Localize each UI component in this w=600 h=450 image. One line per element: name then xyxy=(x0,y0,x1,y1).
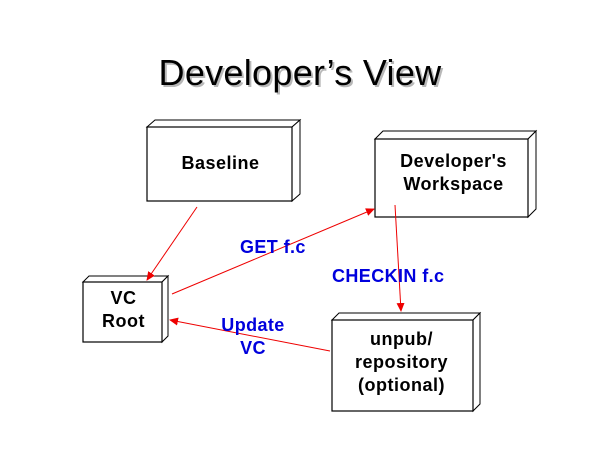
unpub-box xyxy=(330,311,482,413)
arrow-baseline-to-vc-root xyxy=(146,206,198,281)
workspace-label: Developer's Workspace xyxy=(400,151,507,194)
arrow-workspace-to-unpub xyxy=(394,204,405,312)
vc-root-label: VC Root xyxy=(102,288,145,331)
arrow-unpub-to-vc-root xyxy=(169,317,331,352)
unpub-label: unpub/ repository (optional) xyxy=(354,329,449,395)
baseline-label: Baseline xyxy=(181,153,260,173)
slide-title: Developer’s View xyxy=(158,52,442,93)
get-label: GET f.c xyxy=(240,237,306,257)
vc-root-box xyxy=(81,274,170,344)
arrow-vc-root-to-workspace xyxy=(171,208,375,295)
checkin-label: CHECKIN f.c xyxy=(332,266,445,286)
baseline-box xyxy=(145,118,302,203)
workspace-box xyxy=(373,129,538,219)
update-label: Update VC xyxy=(221,315,285,358)
